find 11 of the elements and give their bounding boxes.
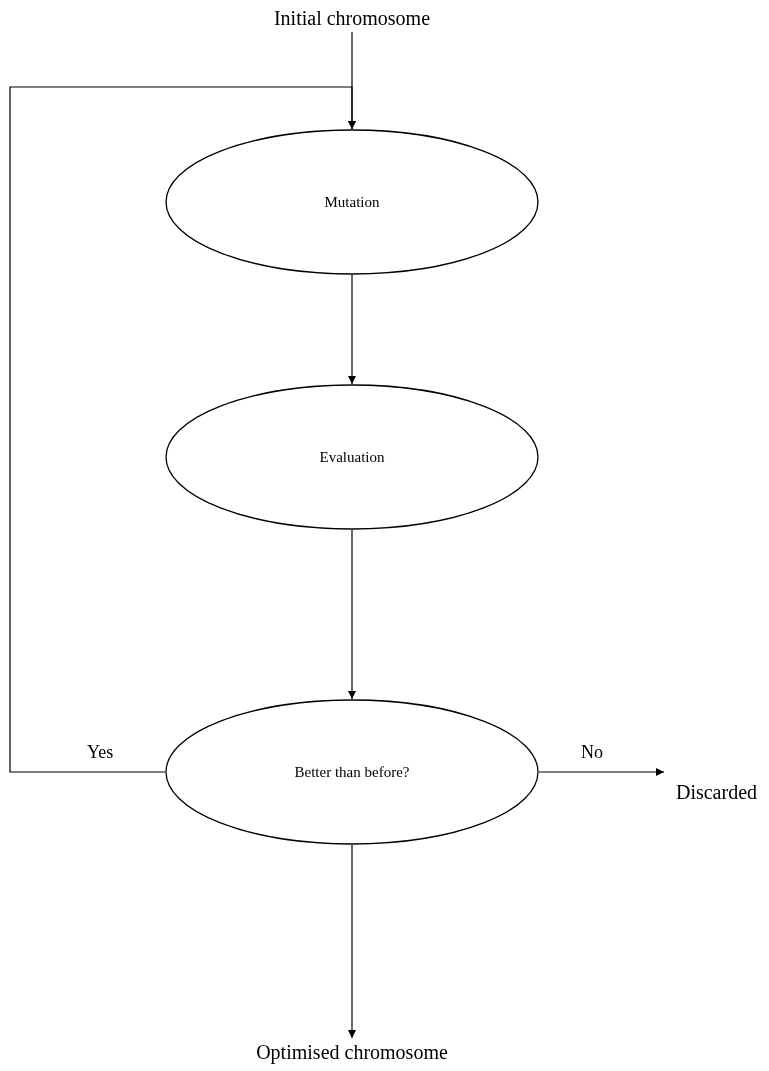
process-label: Evaluation	[319, 448, 385, 466]
arrow	[538, 768, 665, 776]
arrow	[348, 844, 356, 1039]
flow-text: Discarded	[675, 780, 758, 804]
arrow	[348, 274, 356, 385]
arrow	[9, 86, 356, 773]
flow-text: Initial chromosome	[273, 6, 431, 30]
process-label: Better than before?	[294, 763, 410, 781]
flow-text: Optimised chromosome	[256, 1040, 448, 1064]
arrow	[348, 529, 356, 700]
process-label: Mutation	[324, 193, 380, 211]
